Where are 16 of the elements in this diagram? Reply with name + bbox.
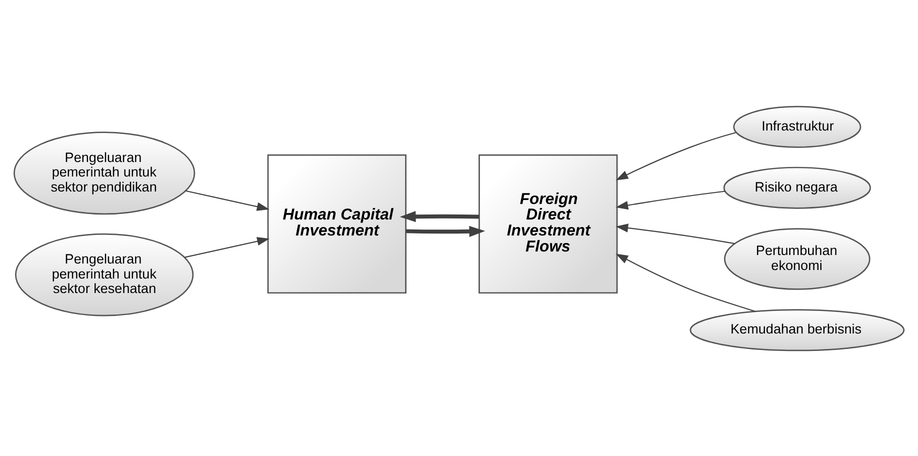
node-box: Foreign Direct Investment Flows	[478, 154, 618, 294]
arrow	[186, 190, 270, 210]
arrow	[406, 225, 486, 236]
arrow	[184, 236, 270, 258]
node-ellipse: Risiko negara	[723, 166, 871, 208]
arrow	[616, 132, 736, 180]
node-ellipse: Infrastruktur	[733, 105, 862, 148]
arrow	[400, 210, 480, 222]
arrow	[616, 190, 726, 210]
node-ellipse: Pengeluaran pemerintah untuk sektor kesehatan	[15, 232, 194, 316]
arrow	[616, 253, 756, 312]
node-ellipse: Kemudahan berbisnis	[690, 308, 905, 351]
arrow	[616, 223, 735, 244]
node-ellipse: Pertumbuhan ekonomi	[724, 228, 870, 290]
node-ellipse: Pengeluaran pemerintah untuk sektor pendidikan	[14, 131, 196, 214]
node-box: Human Capital Investment	[267, 154, 406, 294]
